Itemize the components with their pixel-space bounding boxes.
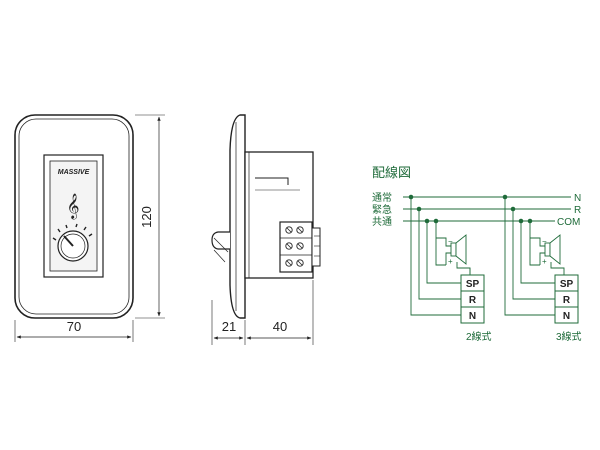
terminal-label-sp: SP xyxy=(560,279,574,290)
speaker-icon xyxy=(544,234,561,265)
junction-dot xyxy=(502,194,508,200)
terminal-box-n xyxy=(460,306,485,324)
speaker-icon xyxy=(450,234,467,265)
terminal-label-n: N xyxy=(563,311,570,322)
volume-knob[interactable] xyxy=(52,223,93,262)
bus-end-common: COM xyxy=(557,217,580,228)
speaker-minus-sign: − xyxy=(448,237,453,246)
width-dimension: 70 xyxy=(14,319,134,342)
brand-logo: MASSIVE xyxy=(58,169,90,176)
wiring-unit-3wire: − + SP R N 3線式 xyxy=(502,194,582,343)
junction-dot xyxy=(433,218,439,224)
bus-lines xyxy=(403,196,571,222)
music-note-icon: 𝄞 xyxy=(66,193,79,219)
side-view: 21 40 xyxy=(211,114,321,345)
side-terminal-block xyxy=(279,221,321,273)
front-panel-window xyxy=(43,154,104,278)
wiring-diagram: 配線図 通常 緊急 共通 N R COM xyxy=(372,165,582,343)
terminal-label-n: N xyxy=(469,311,476,322)
volume-knob-pointer xyxy=(63,235,74,247)
bus-end-normal: N xyxy=(574,193,581,204)
terminal-box-n xyxy=(554,306,579,324)
junction-dot xyxy=(527,218,533,224)
terminal-label-sp: SP xyxy=(466,279,480,290)
height-dimension: 120 xyxy=(135,114,165,319)
bus-end-emergency: R xyxy=(574,205,581,216)
terminal-label-r: R xyxy=(469,295,477,306)
front-view: MASSIVE 𝄞 70 xyxy=(14,114,165,342)
volume-knob-ring xyxy=(60,233,86,259)
junction-dot xyxy=(408,194,414,200)
depth-label-b: 40 xyxy=(273,319,287,334)
bus-label-common: 共通 xyxy=(372,216,392,228)
terminal-label-r: R xyxy=(563,295,571,306)
width-label: 70 xyxy=(67,319,81,334)
unit-caption-2wire: 2線式 xyxy=(466,330,492,343)
depth-dimensions xyxy=(211,280,314,345)
side-plate-profile xyxy=(229,114,246,319)
junction-dot xyxy=(510,206,516,212)
speaker-minus-sign: − xyxy=(542,237,547,246)
junction-dot xyxy=(518,218,524,224)
bus-label-emergency: 緊急 xyxy=(372,203,392,216)
unit-caption-3wire: 3線式 xyxy=(556,330,582,343)
volume-scale-ticks xyxy=(52,223,93,241)
bus-label-normal: 通常 xyxy=(372,191,392,204)
junction-dot xyxy=(424,218,430,224)
front-plate-outer xyxy=(14,114,134,319)
wiring-diagram-title: 配線図 xyxy=(372,165,411,180)
speaker-plus-sign: + xyxy=(448,257,453,266)
wiring-unit-2wire: − + SP R N 2線式 xyxy=(408,194,492,343)
height-label: 120 xyxy=(139,206,154,228)
speaker-plus-sign: + xyxy=(542,257,547,266)
depth-label-a: 21 xyxy=(222,319,236,334)
side-knob-stem xyxy=(211,231,230,250)
front-plate-inner xyxy=(18,118,130,315)
junction-dot xyxy=(416,206,422,212)
